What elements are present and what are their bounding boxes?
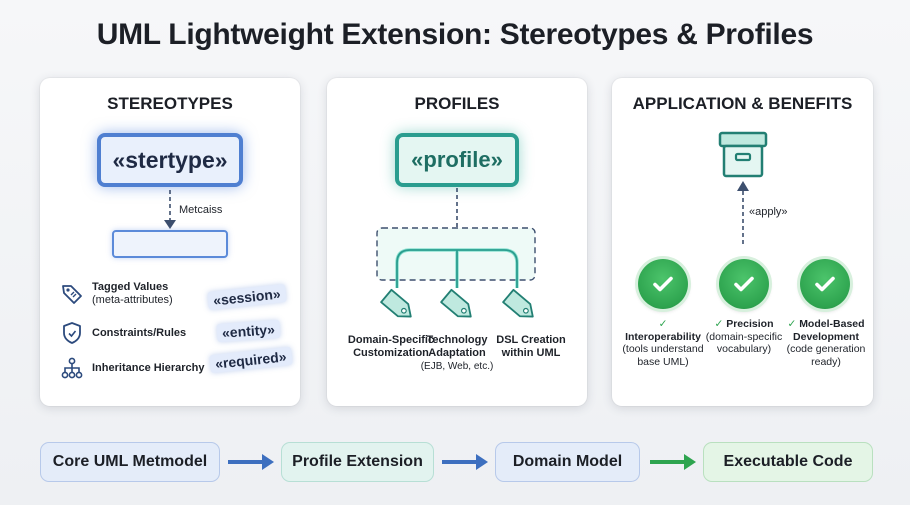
application-panel: APPLICATION & BENEFITS «apply» ✓ Interop…: [612, 78, 873, 406]
benefit-interoperability: ✓ Interoperability (tools understand bas…: [620, 318, 706, 368]
feature-title: Constraints/Rules: [92, 326, 187, 339]
tag-title: Technology Adaptation: [426, 334, 488, 359]
benefit-detail: (tools understand base UML): [622, 343, 704, 368]
tag-title: DSL Creation within UML: [496, 334, 566, 359]
stereotype-example-session: «session»: [207, 283, 287, 311]
tag-icon-dsl: [502, 288, 534, 318]
tag-connector: [396, 249, 518, 288]
check-icon-model-based: [800, 259, 850, 309]
feature-tagged-values: Tagged Values (meta-attributes): [60, 281, 173, 307]
profile-connector-diagram: [376, 188, 536, 318]
flow-arrow-3: [650, 454, 696, 470]
benefit-model-based: ✓ Model-Based Development (code generati…: [784, 318, 868, 368]
stereotype-example-entity: «entity»: [216, 319, 281, 343]
tag-icon: [62, 285, 82, 304]
flow-domain-model: Domain Model: [495, 442, 640, 482]
profile-box: «profile»: [395, 133, 519, 187]
feature-title: Inheritance Hierarchy: [92, 361, 205, 374]
hierarchy-icon: [61, 357, 83, 379]
profiles-panel: PROFILES «profile» Domain-Specific Custo…: [327, 78, 587, 406]
benefit-title: Precision: [726, 318, 774, 330]
flow-profile-extension: Profile Extension: [281, 442, 434, 482]
flow-core-uml-metamodel: Core UML Metmodel: [40, 442, 220, 482]
apply-label: «apply»: [749, 206, 788, 218]
stereotype-example-required: «required»: [209, 346, 293, 374]
benefit-detail: (domain-specific vocabulary): [705, 330, 783, 356]
stereotypes-heading: STEREOTYPES: [107, 94, 233, 113]
flow-executable-code: Executable Code: [703, 442, 873, 482]
shield-icon: [63, 322, 81, 344]
feature-title: Tagged Values: [92, 281, 169, 293]
tag-icon-technology: [440, 288, 472, 318]
tag-label-domain: Domain-Specific Customization: [341, 334, 441, 360]
feature-inheritance: Inheritance Hierarchy: [60, 356, 205, 380]
application-heading: APPLICATION & BENEFITS: [632, 94, 853, 113]
archive-box-icon: [718, 131, 768, 178]
tag-label-technology: Technology Adaptation (EJB, Web, etc.): [419, 334, 495, 373]
metaclass-label: Metcaiss: [179, 204, 223, 216]
check-icon-interoperability: [638, 259, 688, 309]
feature-subtitle: (meta-attributes): [92, 294, 173, 306]
benefit-title: Model-Based Development: [793, 318, 865, 343]
check-icon-precision: [719, 259, 769, 309]
tag-label-dsl: DSL Creation within UML: [491, 334, 571, 360]
checkmark-icon: ✓: [658, 318, 668, 330]
feature-constraints: Constraints/Rules: [60, 321, 186, 345]
benefit-title: Interoperability: [625, 330, 701, 343]
checkmark-icon: ✓: [787, 318, 800, 330]
checkmark-icon: ✓: [714, 318, 727, 330]
tag-title: Domain-Specific Customization: [347, 334, 435, 359]
metaclass-arrow: [164, 190, 176, 229]
stereotypes-panel: STEREOTYPES «stertype» Metcaiss Tagged V…: [40, 78, 300, 406]
benefit-precision: ✓ Precision (domain-specific vocabulary): [702, 318, 786, 356]
tag-subtitle: (EJB, Web, etc.): [420, 361, 494, 372]
profiles-heading: PROFILES: [414, 94, 500, 113]
metaclass-box: [112, 230, 228, 258]
stereotype-box: «stertype»: [97, 133, 243, 187]
benefit-detail: (code generation ready): [786, 343, 866, 368]
tag-icon-domain: [380, 288, 412, 318]
apply-arrow: [737, 181, 749, 244]
page-title: UML Lightweight Extension: Stereotypes &…: [96, 18, 814, 51]
flow-arrow-2: [442, 454, 488, 470]
flow-arrow-1: [228, 454, 274, 470]
